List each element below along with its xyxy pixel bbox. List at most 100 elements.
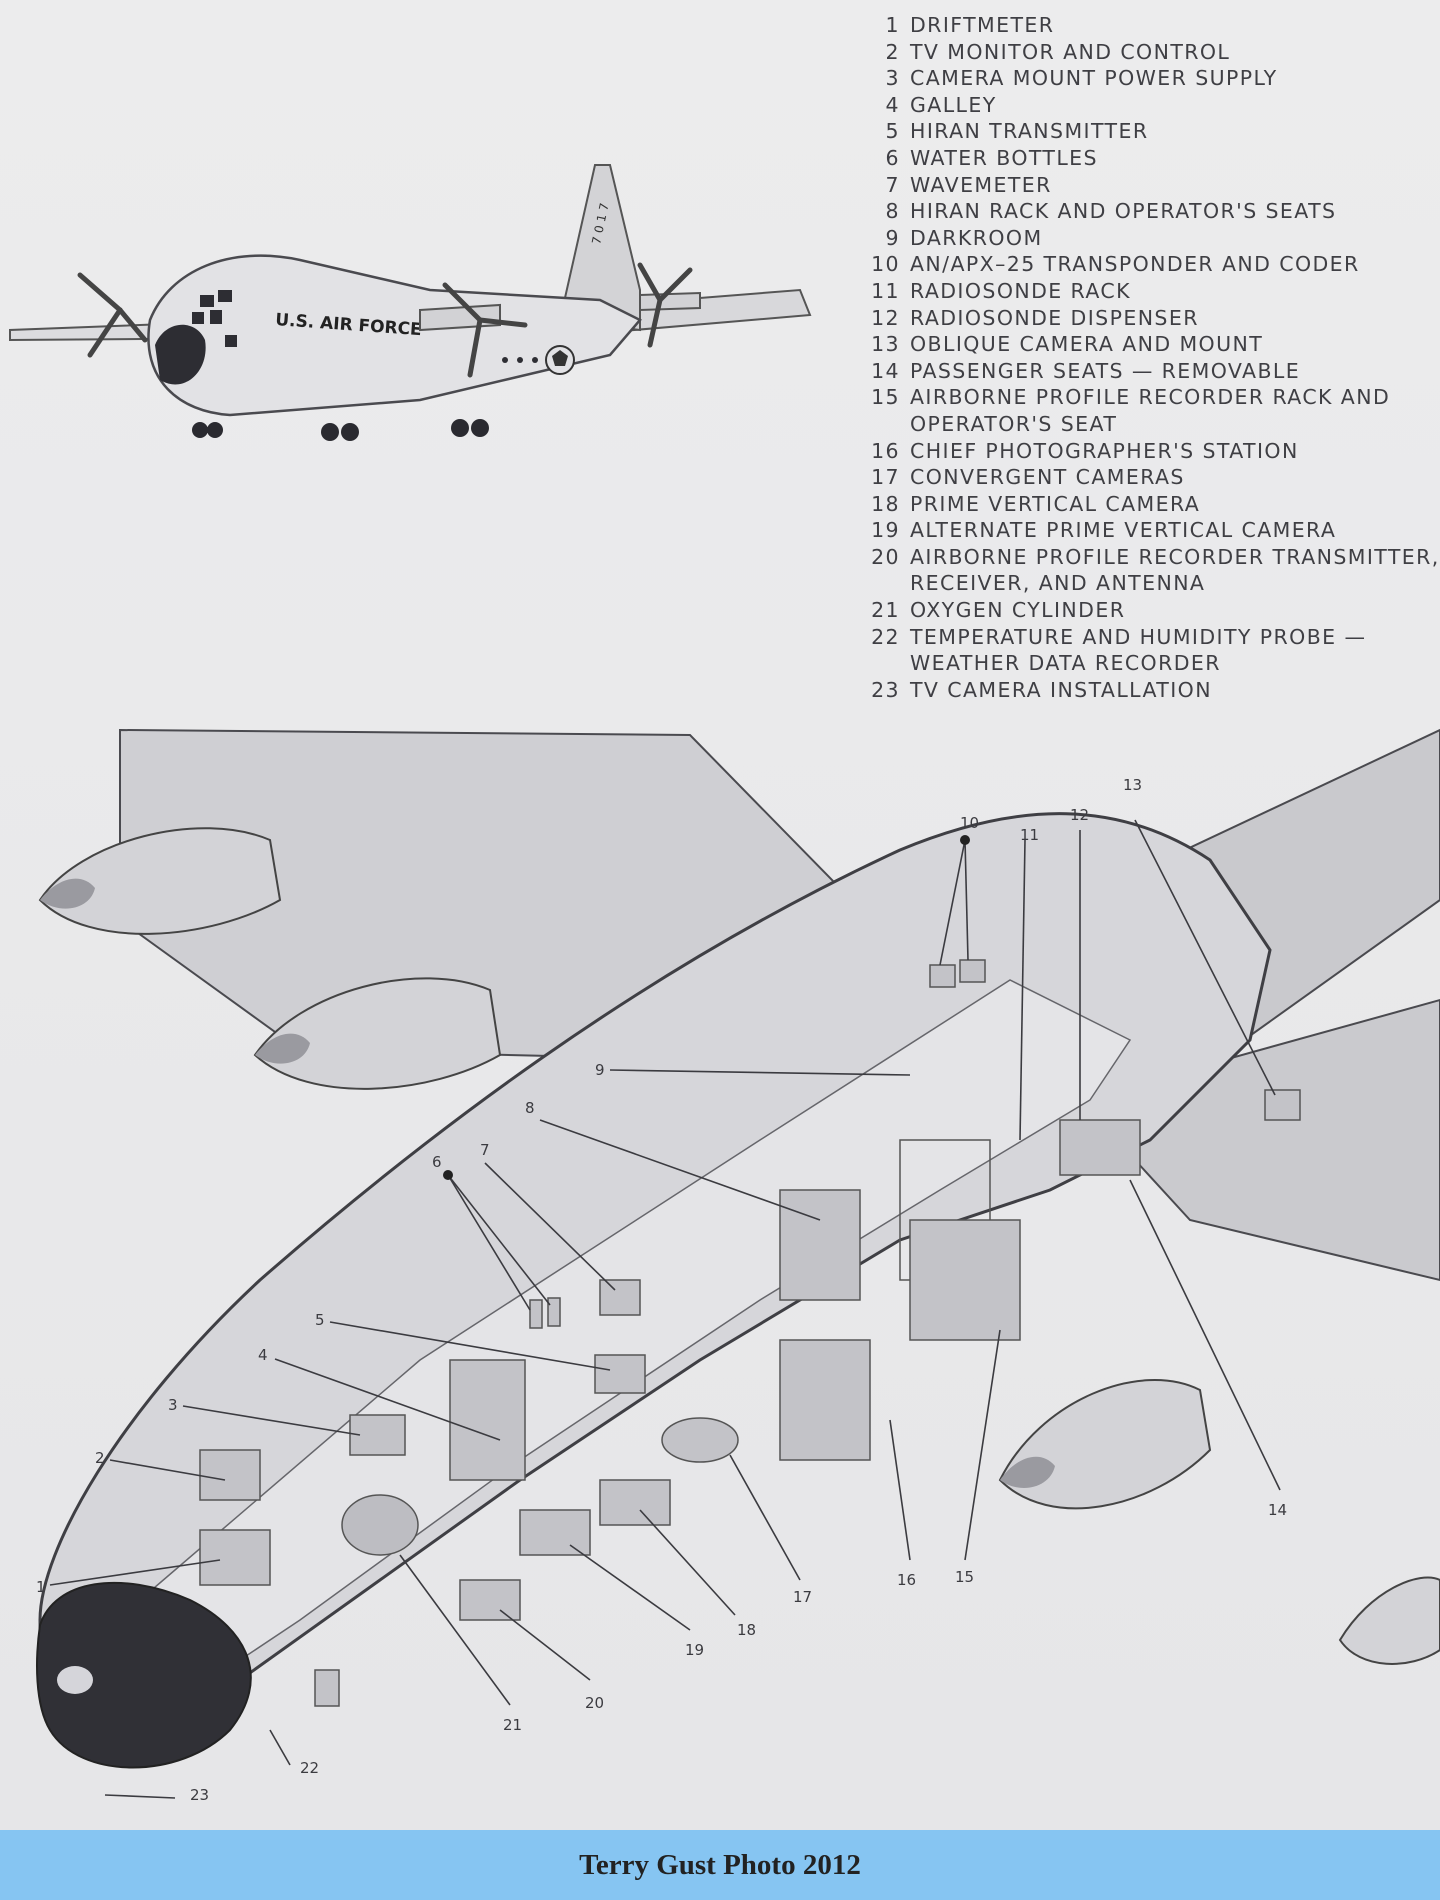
aircraft-side-view: 7 0 1 7 U.S. AIR FORCE [9,164,812,441]
legend-label: OPERATOR'S SEAT [910,411,1118,436]
legend-number: 9 [885,225,900,250]
legend-item: 21 OXYGEN CYLINDER [870,597,1430,624]
leader-line [1134,819,1276,1096]
photo-credit: Terry Gust Photo 2012 [579,1848,861,1881]
legend-label: HIRAN TRANSMITTER [910,119,1149,144]
cockpit-window [192,312,204,324]
fuselage [147,254,642,417]
convergent-cameras [661,1417,739,1463]
legend-number: 15 [871,385,900,410]
propeller [77,272,148,358]
leader-line [1019,839,1026,1141]
oxygen-cylinder [341,1494,419,1556]
leader-line [274,1358,501,1441]
cabin-window [502,357,508,363]
engine-nacelle [38,827,282,935]
callout-6: 6 [432,1153,442,1171]
nose-highlight [57,1666,93,1694]
legend-item: 19 ALTERNATE PRIME VERTICAL CAMERA [870,517,1430,544]
propeller [442,282,528,378]
star-icon [552,350,568,366]
legend-number: 6 [885,145,900,170]
nose-wheel [192,422,208,438]
legend-number: 2 [885,39,900,64]
legend-number: 5 [885,119,900,144]
leader-line [329,1321,611,1371]
legend-label: ALTERNATE PRIME VERTICAL CAMERA [910,518,1337,543]
leader-line [609,1069,911,1076]
callout-17: 17 [793,1588,812,1606]
callout-8: 8 [525,1099,535,1117]
photographer-station [779,1339,871,1461]
leader-line [569,1544,691,1631]
legend-label: CONVERGENT CAMERAS [910,465,1185,490]
alternate-vertical-camera [519,1509,591,1556]
water-bottle [529,1299,543,1329]
engine-nacelle [253,977,502,1090]
cockpit-window [218,290,232,302]
hiran-transmitter-box [594,1354,646,1394]
leader-line [447,1174,531,1311]
legend-label: DRIFTMETER [910,13,1055,37]
legend-label: PRIME VERTICAL CAMERA [910,491,1201,516]
legend-label: TEMPERATURE AND HUMIDITY PROBE — [910,624,1367,649]
legend-number: 11 [871,278,900,303]
legend-label: WEATHER DATA RECORDER [910,651,1221,676]
callout-22: 22 [300,1759,319,1777]
nose-radome [155,324,206,385]
leader-line [964,1329,1001,1561]
engine-nacelle [998,1379,1212,1510]
leader-line [539,1119,821,1221]
engine-nacelle [419,303,501,332]
legend-label: OXYGEN CYLINDER [910,598,1126,623]
legend-label: OBLIQUE CAMERA AND MOUNT [910,332,1264,357]
nose-radome [36,1581,252,1769]
legend-label: RECEIVER, AND ANTENNA [910,571,1206,596]
galley-unit [449,1359,526,1481]
legend-label: AIRBORNE PROFILE RECORDER RACK AND [910,385,1391,410]
callout-19: 19 [685,1641,704,1659]
callout-9: 9 [595,1061,605,1079]
engine-nacelle [1338,1576,1440,1665]
leader-line [447,1174,551,1306]
legend-label: DARKROOM [910,225,1043,250]
callout-3: 3 [168,1396,178,1414]
legend-number: 22 [871,624,900,649]
prime-vertical-camera [599,1479,671,1526]
aircraft-cutaway: 1 2 3 4 5 6 7 8 9 10 11 12 13 14 15 16 1… [36,728,1440,1804]
legend-label: AIRBORNE PROFILE RECORDER TRANSMITTER, [910,544,1440,569]
water-bottle [547,1297,561,1327]
leader-dot [443,1170,453,1180]
legend-number: 21 [871,598,900,623]
tv-monitor-equipment [199,1449,261,1501]
legend-label: CHIEF PHOTOGRAPHER'S STATION [910,438,1299,463]
legend-number: 19 [871,518,900,543]
cabin-window [517,357,523,363]
nose-wheel [207,422,223,438]
main-wheel [321,423,339,441]
passenger-seats [1059,1119,1141,1176]
legend-item: 9 DARKROOM [870,225,1430,252]
coder-box [959,959,986,983]
callout-14: 14 [1268,1501,1287,1519]
legend-number: 16 [871,438,900,463]
legend-label: TV CAMERA INSTALLATION [910,677,1212,702]
leader-line [939,839,966,966]
leader-line [889,1419,911,1561]
transponder-box [929,964,956,988]
profile-recorder-rack [909,1219,1021,1341]
callout-13: 13 [1123,776,1142,794]
